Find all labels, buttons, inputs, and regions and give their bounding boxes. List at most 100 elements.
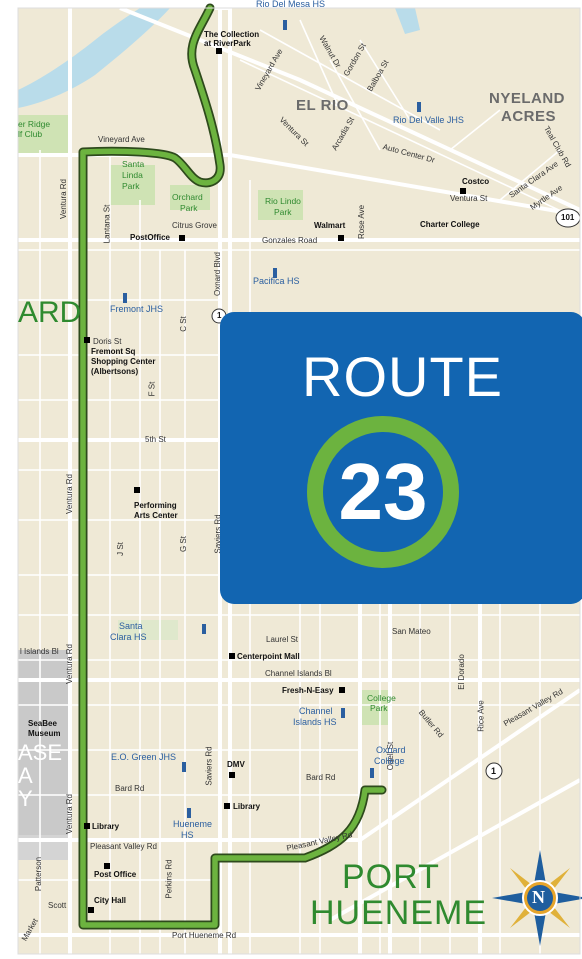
area-label-acres: ACRES: [501, 108, 557, 125]
street-label: F St: [147, 381, 157, 397]
street-label: J St: [115, 542, 125, 556]
poi-marker: [339, 687, 345, 693]
place-label: Charter College: [420, 220, 480, 229]
poi-marker: [88, 907, 94, 913]
street-label: Bard Rd: [306, 773, 336, 782]
place-label: Museum: [28, 729, 61, 738]
place-label: Shopping Center: [91, 357, 156, 366]
street-label: G St: [179, 535, 189, 553]
highway-101-label: 101: [561, 213, 575, 222]
park-label: Santa: [122, 159, 145, 169]
highway-1-label: 1: [217, 311, 222, 320]
rio-lindo-park-area: [258, 190, 303, 220]
place-label: Performing: [134, 501, 177, 510]
park-label: Park: [274, 207, 292, 217]
street-label: Doris St: [93, 337, 122, 346]
street-label: Citrus Grove: [172, 221, 217, 230]
santa-clara-area: [118, 620, 178, 640]
park-label: Park: [122, 181, 140, 191]
place-label: (Albertsons): [91, 367, 139, 376]
golf-club-area: [18, 115, 68, 155]
street-label: Laurel St: [266, 635, 299, 644]
school-label: E.O. Green JHS: [111, 752, 177, 762]
street-label: Scott: [48, 901, 67, 910]
place-label: DMV: [227, 760, 245, 769]
street-label: El Dorado: [456, 654, 466, 690]
street-label: Oxnard Blvd: [213, 251, 223, 297]
poi-marker: [460, 188, 466, 194]
street-label: Ventura St: [450, 194, 488, 203]
street-label: 5th St: [145, 435, 166, 444]
place-label: Library: [233, 802, 261, 811]
santa-linda-park-area: [110, 165, 155, 205]
place-label: Fresh-N-Easy: [282, 686, 334, 695]
compass-north-label: N: [532, 887, 545, 907]
poi-marker: [134, 487, 140, 493]
street-label: Channel Islands Bl: [265, 669, 332, 678]
place-label: The Collection: [204, 30, 260, 39]
street-label: Ventura Rd: [59, 178, 69, 220]
poi-marker: [229, 653, 235, 659]
city-label-hueneme: HUENEME: [310, 894, 488, 932]
park-label: Park: [180, 203, 198, 213]
street-label: Port Hueneme Rd: [172, 931, 237, 940]
poi-marker: [224, 803, 230, 809]
park-label: College: [367, 693, 396, 703]
route-number-ring: 23: [307, 416, 459, 568]
area-label-base-1: ASE: [18, 740, 63, 765]
river-water: [18, 8, 170, 108]
highway-shield-1b: [485, 762, 503, 780]
street-label: Gonzales Road: [262, 236, 318, 245]
compass-rose: [492, 850, 582, 946]
street-label: Ventura Rd: [65, 793, 75, 835]
area-label-el-rio: EL RIO: [296, 97, 349, 114]
school-label: Channel: [299, 706, 333, 716]
street-label: C St: [178, 316, 188, 332]
poi-marker: [229, 772, 235, 778]
street-label: Pleasant Valley Rd: [90, 842, 157, 851]
school-label: Clara HS: [110, 632, 147, 642]
place-label: City Hall: [94, 896, 127, 905]
place-label: Centerpoint Mall: [237, 652, 300, 661]
school-label: Rio Del Mesa HS: [256, 0, 326, 9]
poi-marker: [84, 337, 90, 343]
city-label-port: PORT: [342, 858, 440, 896]
school-label: Oxnard: [376, 745, 406, 755]
route-banner-title: ROUTE: [302, 345, 503, 408]
highway-1b-label: 1: [491, 766, 497, 776]
park-label: lf Club: [18, 129, 43, 139]
place-label: PostOffice: [130, 233, 171, 242]
school-label: Hueneme: [173, 819, 213, 829]
place-label: Costco: [462, 177, 490, 186]
street-label: Rice Ave: [476, 700, 486, 732]
street-label: Saviers Rd: [204, 746, 214, 786]
place-label: Library: [92, 822, 120, 831]
street-label: Bard Rd: [115, 784, 145, 793]
college-park-area: [362, 690, 390, 725]
place-label: SeaBee: [28, 719, 57, 728]
school-label: Fremont JHS: [110, 304, 164, 314]
school-label: Pacifica HS: [253, 276, 300, 286]
street-label: Ventura Rd: [65, 643, 75, 685]
place-label: Fremont Sq: [91, 347, 136, 356]
area-label-base-3: Y: [18, 786, 33, 811]
poi-marker: [84, 823, 90, 829]
park-label: Park: [370, 703, 388, 713]
place-label: Arts Center: [134, 511, 178, 520]
school-label: Santa: [119, 621, 143, 631]
school-markers: [123, 20, 421, 818]
orchard-park-area: [170, 185, 210, 210]
place-label: Walmart: [314, 221, 346, 230]
route-banner: ROUTE 23: [220, 312, 582, 604]
school-label: College: [374, 756, 405, 766]
poi-marker: [104, 863, 110, 869]
park-label: Rio Lindo: [265, 196, 301, 206]
poi-marker: [216, 48, 222, 54]
park-label: er Ridge: [18, 119, 51, 129]
place-label: Post Office: [94, 870, 137, 879]
street-label: San Mateo: [392, 627, 431, 636]
street-label: Lantana St: [102, 204, 112, 244]
school-label: HS: [181, 830, 194, 840]
poi-marker: [338, 235, 344, 241]
